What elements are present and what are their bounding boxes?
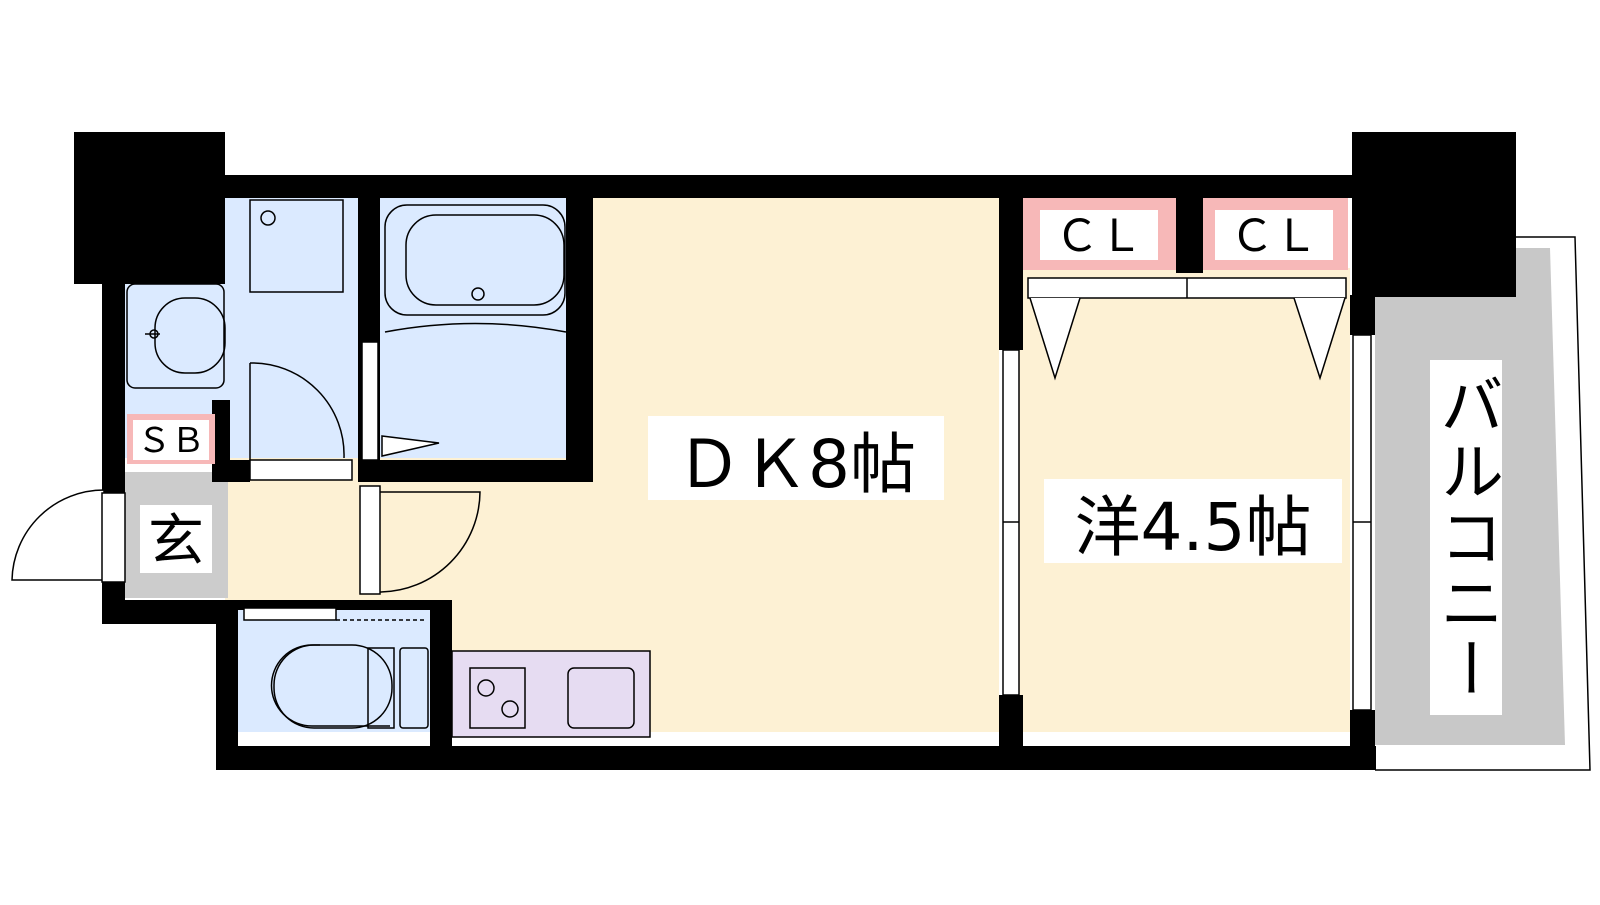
wall-dk-western (999, 195, 1023, 350)
closet-right-label-bg (1215, 210, 1333, 260)
washroom-door-swing (249, 362, 345, 459)
washbasin-counter (126, 283, 225, 389)
wall-sb-right (212, 400, 230, 482)
toilet-seat-back (399, 647, 429, 729)
washroom-threshold (249, 459, 353, 481)
entrance-door-swing (11, 489, 105, 581)
labels: ＤＫ8帖 洋4.5帖 玄 ＳＢ ＣＬ ＣＬ バルコニー (127, 210, 1503, 715)
wall-bottom-left (102, 600, 238, 624)
wall-dk-western-low (999, 695, 1023, 757)
walls (74, 132, 1516, 770)
sink (567, 667, 635, 729)
wall-right (1350, 295, 1375, 335)
wall-top (225, 175, 1352, 198)
stove (469, 667, 526, 729)
fixtures (11, 199, 1591, 771)
wall-bath-bottom (358, 460, 593, 482)
wall-left-upper (102, 284, 125, 493)
washbasin-bowl (154, 297, 226, 374)
entrance-door-frame (101, 492, 126, 583)
wall-toilet-top (216, 600, 452, 610)
bathtub-inner (405, 214, 565, 306)
closet-left-label: ＣＬ (1055, 211, 1143, 262)
sb-label-inner (133, 420, 209, 460)
pillar-top-right (1352, 132, 1516, 297)
bath-door-frame (361, 341, 379, 461)
sb-label: ＳＢ (137, 421, 205, 461)
burner-1-icon (477, 679, 495, 697)
hall-door-swing (379, 491, 481, 593)
dk-label: ＤＫ8帖 (676, 426, 916, 503)
balcony-label-bg (1430, 360, 1502, 715)
wall-toilet-left (216, 600, 238, 768)
washer-pan (249, 199, 344, 293)
bath-door-leaf (381, 435, 440, 457)
closet-left-label-bg (1040, 210, 1158, 260)
toilet-bowl-body (273, 644, 393, 729)
kitchen-counter (451, 650, 651, 738)
faucet-knob-icon (149, 329, 159, 339)
entrance-label: 玄 (148, 509, 204, 574)
burner-2-icon (501, 700, 519, 718)
wall-toilet-right (430, 605, 452, 770)
drain-icon (260, 210, 276, 226)
western-label: 洋4.5帖 (1075, 489, 1312, 566)
closet-left-door (1029, 297, 1081, 381)
balcony-outline (1375, 236, 1591, 771)
toilet-floor (238, 608, 430, 732)
wall-bottom (216, 746, 1376, 770)
toilet-tank (367, 647, 395, 729)
wall-bath-right (566, 195, 593, 482)
balcony-label: バルコニー (1429, 372, 1503, 702)
dk-label-bg (648, 416, 944, 500)
entrance-label-bg (140, 505, 212, 573)
hall-door-frame (359, 485, 381, 595)
closet-right-label: ＣＬ (1230, 211, 1318, 262)
pillar-top-left (74, 132, 225, 284)
bath-apron (384, 322, 567, 333)
bath-drain-icon (471, 287, 485, 301)
closet-right-door (1293, 297, 1346, 381)
toilet-door-frame (243, 607, 337, 621)
western-label-bg (1044, 479, 1342, 563)
wall-closet-divider (1176, 195, 1203, 273)
bathtub-outer (384, 204, 566, 316)
wall-right-low (1350, 710, 1375, 770)
